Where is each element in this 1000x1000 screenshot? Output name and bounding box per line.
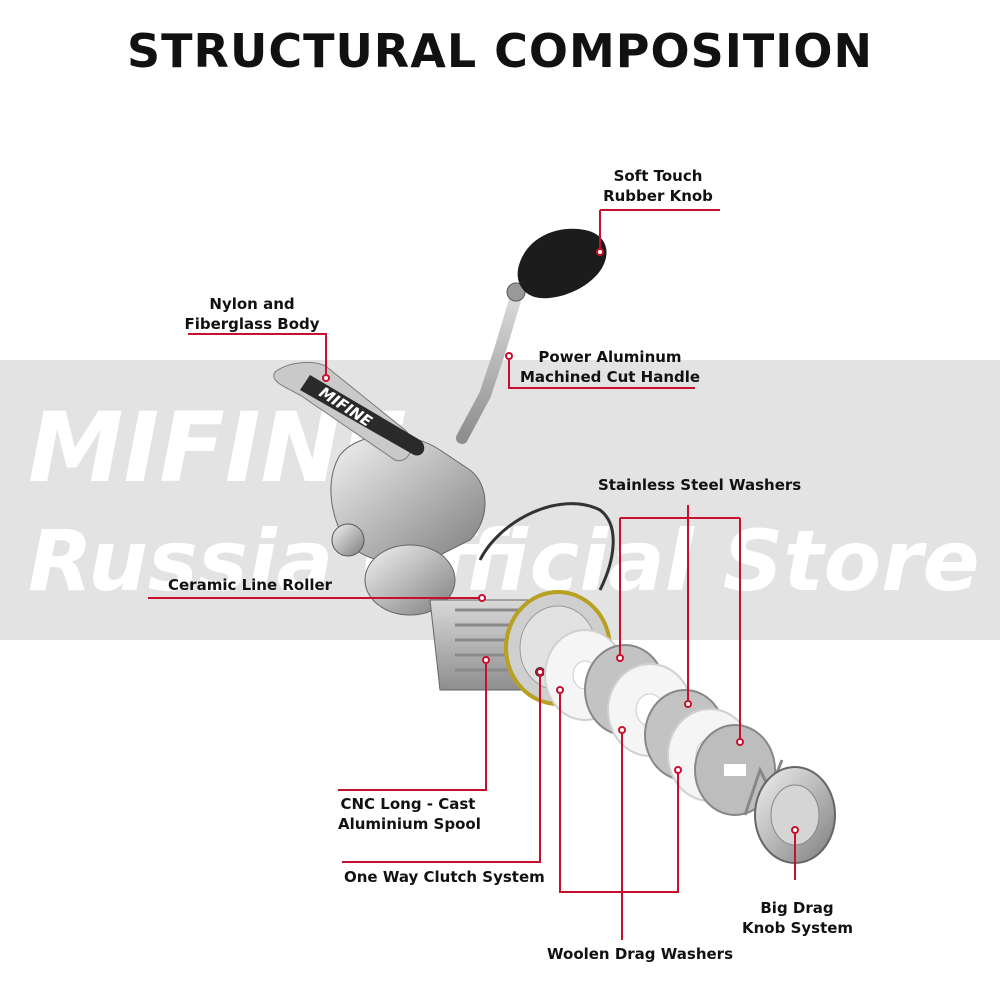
label-line: Soft Touch	[613, 167, 703, 185]
label-nylon-fiberglass-body: Nylon and Fiberglass Body	[182, 294, 322, 334]
label-line: Machined Cut Handle	[520, 368, 701, 386]
label-line: Woolen Drag Washers	[547, 945, 734, 963]
label-big-drag-knob: Big Drag Knob System	[742, 898, 854, 938]
dot-drag-knob	[791, 826, 799, 834]
label-line: Big Drag	[760, 899, 834, 917]
exploded-washers	[544, 629, 836, 864]
dot-woolen-2	[618, 726, 626, 734]
label-woolen-drag-washers: Woolen Drag Washers	[547, 944, 733, 964]
spool-ridges	[455, 608, 553, 672]
dot-line-roller	[478, 594, 486, 602]
callout-woolen-bracket	[559, 690, 679, 893]
label-line: Aluminium Spool	[338, 815, 481, 833]
reel-illustration: MIFINE	[273, 228, 615, 706]
watermark-band	[0, 360, 1000, 640]
label-line: Rubber Knob	[603, 187, 713, 205]
callout-lines	[148, 209, 796, 940]
label-line: Knob System	[742, 919, 854, 937]
dot-nylon-body	[322, 374, 330, 382]
label-one-way-clutch: One Way Clutch System	[344, 867, 545, 887]
label-line: Fiberglass Body	[184, 315, 320, 333]
label-cnc-aluminium-spool: CNC Long - Cast Aluminium Spool	[338, 794, 481, 834]
callout-power-handle	[508, 356, 695, 389]
dot-clutch	[536, 668, 544, 676]
label-line: Nylon and	[209, 295, 295, 313]
dot-woolen-1	[556, 686, 564, 694]
label-line: Power Aluminum	[538, 348, 682, 366]
dot-soft-touch	[596, 248, 604, 256]
dot-power-handle	[505, 352, 513, 360]
dot-cnc-spool	[482, 656, 490, 664]
label-line: Stainless Steel Washers	[598, 476, 802, 494]
callout-nylon-body	[188, 333, 327, 378]
reel-foot-logo-plate	[300, 375, 425, 456]
page-title: STRUCTURAL COMPOSITION	[127, 24, 873, 78]
handle-arm	[456, 294, 521, 444]
label-soft-touch-rubber-knob: Soft Touch Rubber Knob	[596, 166, 720, 206]
steel-washer-3-hole	[724, 764, 746, 776]
dot-woolen-3	[674, 766, 682, 774]
callout-clutch	[342, 672, 541, 863]
label-ceramic-line-roller: Ceramic Line Roller	[168, 575, 332, 595]
label-line: CNC Long - Cast	[340, 795, 476, 813]
label-power-aluminum-handle: Power Aluminum Machined Cut Handle	[520, 347, 700, 387]
side-cap	[331, 523, 365, 557]
label-stainless-steel-washers: Stainless Steel Washers	[598, 475, 801, 495]
dot-steel-1	[616, 654, 624, 662]
callout-dots	[322, 248, 799, 834]
dot-steel-3	[736, 738, 744, 746]
label-line: Ceramic Line Roller	[168, 576, 333, 594]
callout-cnc-spool	[338, 660, 487, 791]
watermark-store-text: Russia Official Store	[28, 512, 980, 610]
label-line: One Way Clutch System	[344, 868, 545, 886]
rubber-knob	[517, 228, 607, 299]
bail-wire	[478, 502, 615, 591]
handle-joint	[506, 282, 526, 302]
dot-steel-2	[684, 700, 692, 708]
